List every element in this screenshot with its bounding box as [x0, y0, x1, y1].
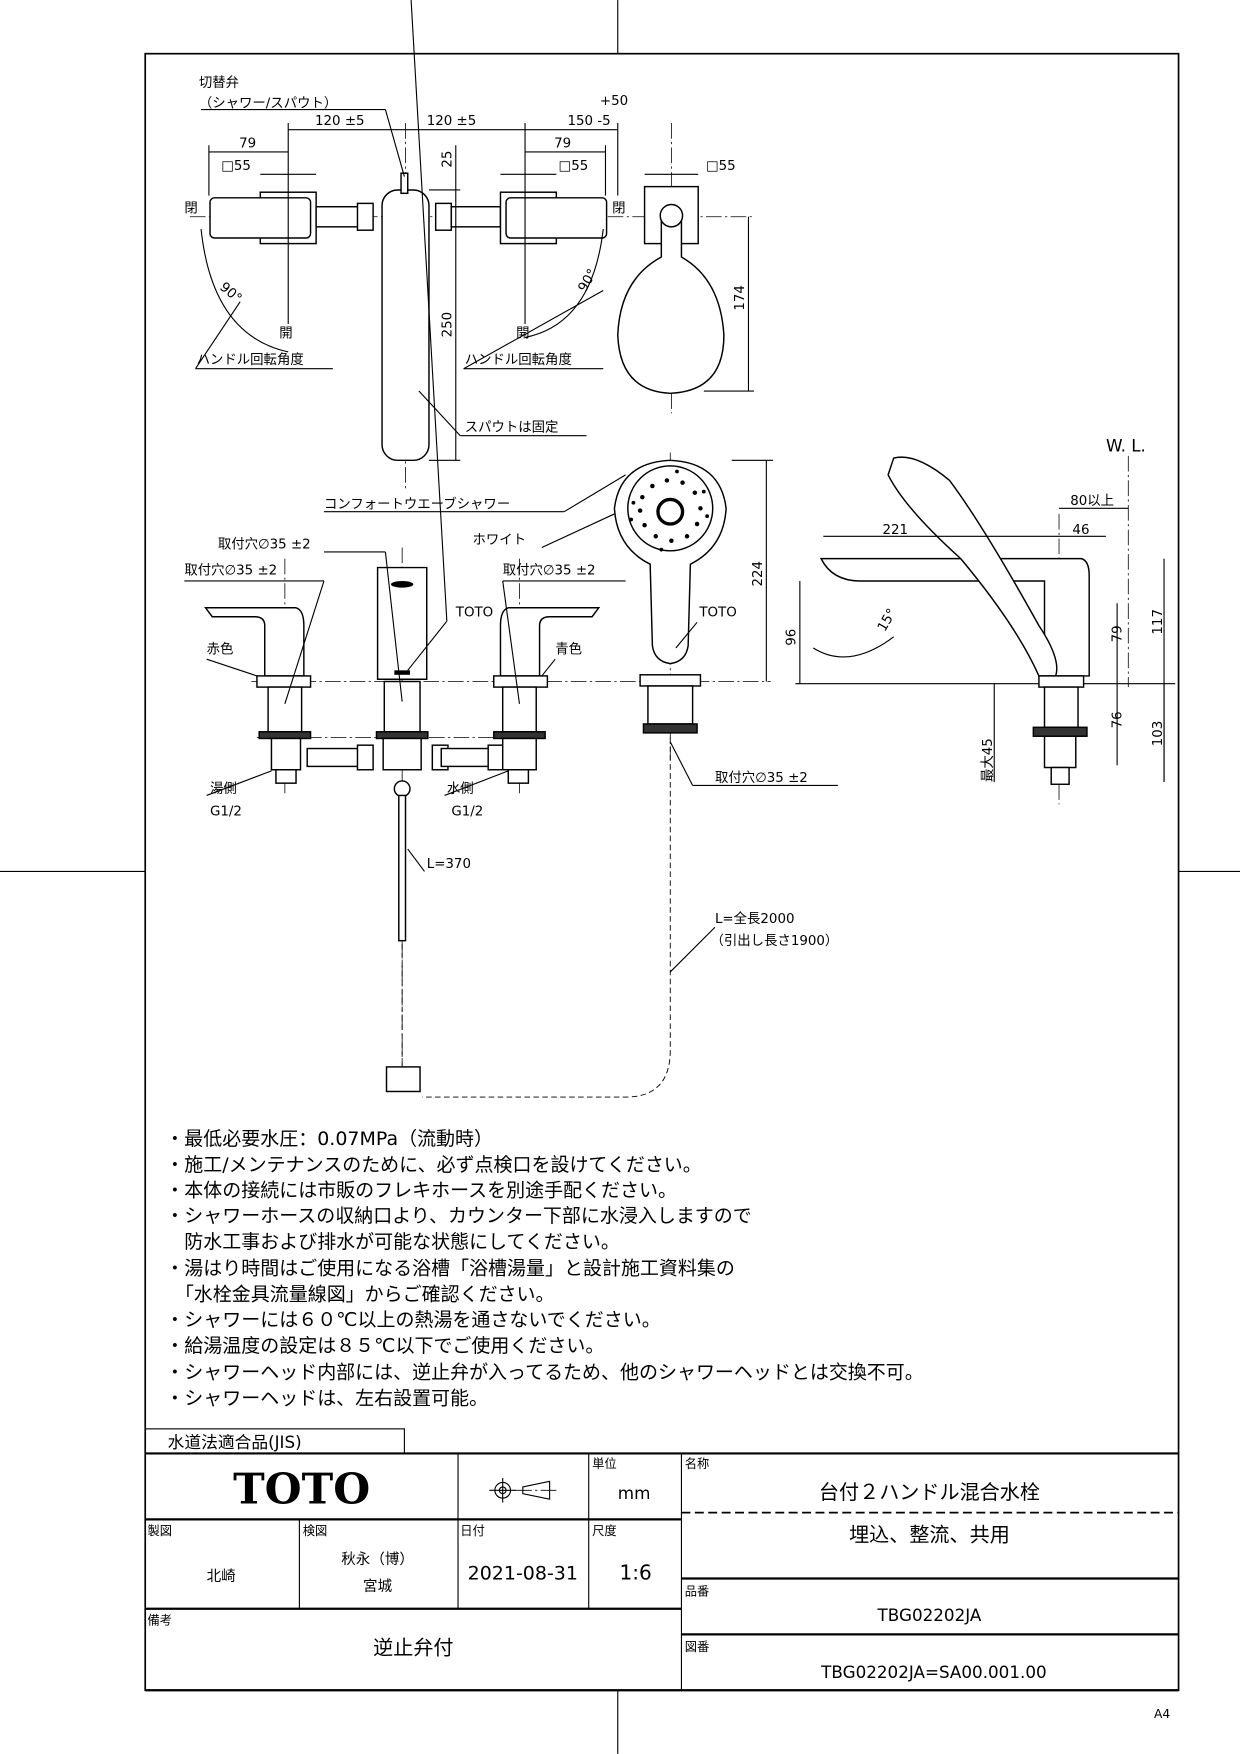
name-label: 名称 [685, 1456, 710, 1471]
cold-side-label: 水側 [447, 781, 474, 797]
date-label: 日付 [460, 1524, 485, 1538]
note-line: 「水栓金具流量線図」からご確認ください。 [165, 1283, 554, 1305]
note-line: ・施工/メンテナンスのために、必ず点検口を設けてください。 [165, 1154, 701, 1176]
dim-80: 80以上 [1070, 493, 1114, 509]
part-no-label: 品番 [685, 1584, 710, 1598]
switch-valve-sub-label: （シャワー/スパウト） [199, 95, 337, 111]
wl-label: W. L. [1106, 435, 1146, 455]
switch-valve-label: 切替弁 [199, 75, 239, 91]
note-line: ・湯はり時間はご使用になる浴槽「浴槽湯量」と設計施工資料集の [165, 1258, 735, 1280]
angle-right: 90° [576, 267, 601, 295]
toto-logo: TOTO [233, 1465, 370, 1515]
hole-shower-label: 取付穴∅35 ±2 [715, 770, 808, 786]
handle-rotation-right-label: ハンドル回転角度 [465, 352, 572, 368]
dim-79-right: 79 [554, 137, 571, 152]
part-no: TBG02202JA [877, 1605, 982, 1625]
dim-15deg: 15° [875, 606, 900, 634]
drawn-label: 製図 [147, 1524, 172, 1538]
dim-117: 117 [1151, 609, 1166, 635]
checked-by-1: 秋永（博） [341, 1551, 414, 1568]
hot-side-label: 湯側 [210, 781, 237, 797]
scale-label: 尺度 [592, 1523, 617, 1538]
spout-fixed-label: スパウトは固定 [465, 419, 559, 435]
toto-spout-label: TOTO [455, 606, 493, 621]
hole-center-label: 取付穴∅35 ±2 [218, 537, 311, 553]
product-name: 台付２ハンドル混合水栓 [819, 1480, 1040, 1504]
drawn-by: 北崎 [207, 1568, 236, 1585]
note-line: ・給湯温度の設定は８５℃以下でご使用ください。 [165, 1335, 604, 1357]
dim-sq55-shower: □55 [706, 159, 736, 174]
drawing-no-label: 図番 [685, 1640, 710, 1654]
dim-174: 174 [733, 285, 748, 311]
third-angle-projection-icon [489, 1478, 557, 1503]
hole-left-label: 取付穴∅35 ±2 [184, 562, 277, 578]
hose-pull-label: （引出し長さ1900） [710, 933, 838, 949]
note-line: ・本体の接続には市販のフレキホースを別途手配ください。 [165, 1179, 677, 1201]
scale-value: 1:6 [619, 1561, 651, 1585]
date-value: 2021-08-31 [468, 1563, 578, 1585]
note-line: ・シャワーヘッドは、左右設置可能。 [165, 1387, 488, 1409]
front-view: コンフォートウエーブシャワー ホワイト 取付穴∅35 ±2 取付穴∅35 ±2 … [184, 0, 838, 1098]
product-subtitle: 埋込、整流、共用 [849, 1523, 1010, 1547]
dim-79-left: 79 [239, 137, 256, 152]
dim-96: 96 [784, 629, 799, 646]
open-right-label: 開 [516, 326, 529, 341]
note-line: ・最低必要水圧：0.07MPa（流動時） [165, 1128, 493, 1150]
checked-label: 検図 [303, 1524, 328, 1538]
dim-150-tol: +50 [600, 94, 628, 109]
note-line: ・シャワーホースの収納口より、カウンター下部に水浸入しますので [165, 1205, 751, 1227]
hose-long-label: L=全長2000 [715, 910, 795, 927]
max45-label: 最大45 [980, 738, 996, 782]
notes: ・最低必要水圧：0.07MPa（流動時） ・施工/メンテナンスのために、必ず点検… [165, 1128, 923, 1409]
drawing-no: TBG02202JA=SA00.001.00 [820, 1662, 1046, 1682]
dim-76: 76 [1111, 711, 1126, 728]
note-line: 防水工事および排水が可能な状態にしてください。 [165, 1231, 619, 1253]
unit-label: 単位 [592, 1456, 617, 1471]
hose-short-label: L=370 [427, 857, 471, 872]
title-block: 水道法適合品(JIS) TOTO 単位 mm 名称 台付２ハンドル混合水栓 埋込… [144, 1428, 1179, 1721]
hole-right-label: 取付穴∅35 ±2 [503, 562, 596, 578]
dim-sq55-right: □55 [559, 159, 589, 174]
g-left-label: G1/2 [210, 805, 242, 820]
jis-label: 水道法適合品(JIS) [168, 1432, 302, 1452]
dim-46: 46 [1072, 523, 1089, 538]
closed-left-label: 閉 [184, 201, 197, 216]
g-right-label: G1/2 [451, 805, 483, 820]
blue-label: 青色 [555, 641, 582, 658]
checked-by-2: 宮城 [363, 1578, 393, 1595]
unit-value: mm [618, 1483, 651, 1503]
handle-rotation-left-label: ハンドル回転角度 [197, 352, 304, 368]
red-label: 赤色 [207, 641, 234, 658]
remarks-label: 備考 [147, 1612, 172, 1627]
white-label: ホワイト [473, 533, 527, 548]
top-view: 切替弁 （シャワー/スパウト） 120 ±5 120 ±5 +50 150 -5… [184, 75, 755, 492]
dim-120-right: 120 ±5 [427, 114, 477, 129]
toto-shower-label: TOTO [698, 606, 736, 621]
dim-25: 25 [440, 151, 455, 168]
dim-221: 221 [883, 523, 909, 538]
note-line: ・シャワーには６０℃以上の熱湯を通さないでください。 [165, 1309, 660, 1331]
dim-250: 250 [440, 312, 455, 338]
side-view: W. L. 80以上 221 46 96 15° 79 117 76 103 最… [784, 435, 1176, 805]
dim-79: 79 [1111, 625, 1126, 642]
dim-150: 150 -5 [567, 114, 610, 129]
note-line: ・シャワーヘッド内部には、逆止弁が入ってるため、他のシャワーヘッドとは交換不可。 [165, 1362, 923, 1384]
remarks-value: 逆止弁付 [373, 1636, 453, 1660]
closed-right-label: 閉 [612, 201, 625, 216]
shower-nozzle-dots [629, 469, 710, 552]
dim-224: 224 [751, 561, 766, 587]
dim-sq55-left: □55 [221, 159, 251, 174]
dim-120-left: 120 ±5 [315, 114, 365, 129]
dim-103: 103 [1151, 721, 1166, 747]
open-left-label: 開 [279, 326, 292, 341]
shower-name-label: コンフォートウエーブシャワー [324, 495, 510, 512]
paper-size: A4 [1154, 1707, 1170, 1721]
